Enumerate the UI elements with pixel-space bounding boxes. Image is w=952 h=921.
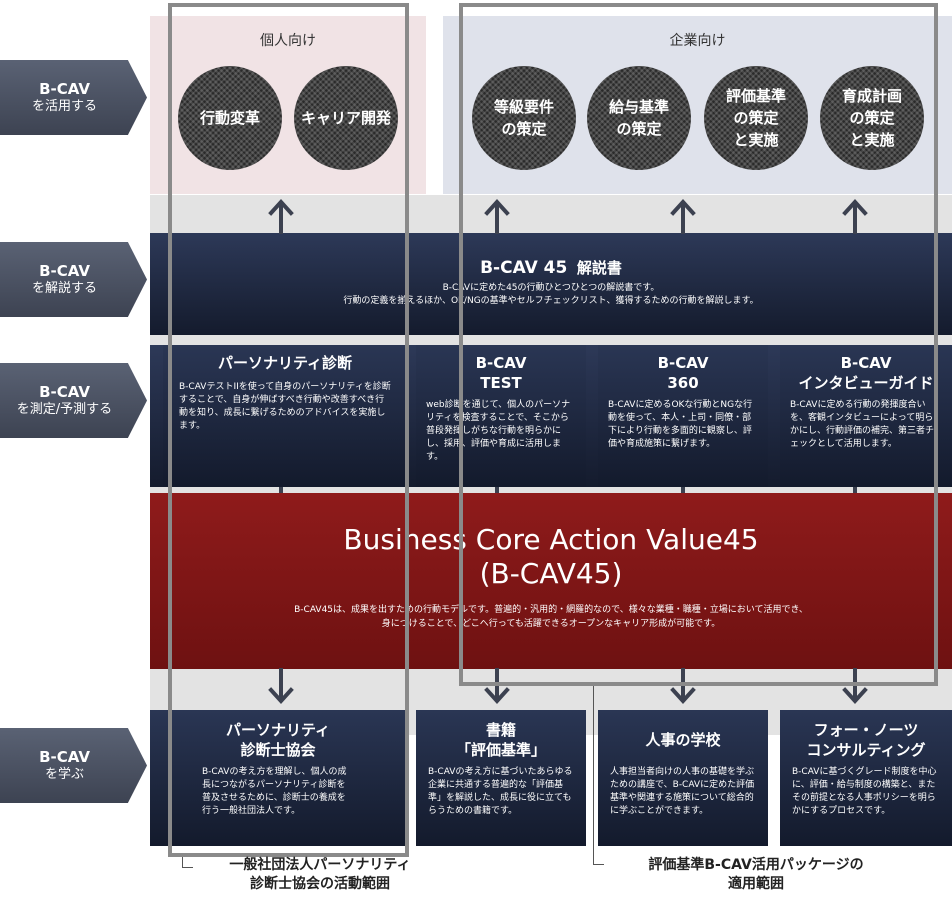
core-subtitle: (B-CAV45) xyxy=(479,557,623,590)
circle-text: 育成計画 xyxy=(841,87,902,105)
core-bar: Business Core Action Value45 (B-CAV45) B… xyxy=(150,493,952,669)
association-range-outline xyxy=(168,3,409,857)
box-title: B-CAV xyxy=(840,354,892,372)
core-title: Business Core Action Value45 xyxy=(343,523,759,556)
circle-behavior-change: 行動変革 xyxy=(178,66,282,170)
circle-text: の策定 xyxy=(733,109,779,127)
box-title: 診断士協会 xyxy=(240,741,316,759)
circle-training-plan: 育成計画の策定と実施 xyxy=(820,66,924,170)
core-desc-line: B-CAV45は、成果を出すための行動モデルです。普遍的・汎用的・網羅的なので、… xyxy=(294,605,808,615)
circle-text: 給与基準 xyxy=(608,98,669,116)
core-desc-line: 身につけることで、どこへ行っても活躍できるオープンなキャリア形成が可能です。 xyxy=(381,619,721,629)
box-title: B-CAV xyxy=(475,354,527,372)
note-line: 一般社団法人パーソナリティ xyxy=(229,857,411,873)
circle-text: の策定 xyxy=(849,109,895,127)
commentary-title-sub: 解説書 xyxy=(576,259,622,277)
box-body: B-CAVに定めるOKな行動とNGな行動を使って、本人・上司・同僚・部下により行… xyxy=(608,400,753,449)
commentary-bar: B-CAV 45 解説書 B-CAVに定めた45の行動ひとつひとつの解説書です。… xyxy=(150,233,952,335)
box-body: B-CAVテストIIを使って自身のパーソナリティを診断することで、自身が伸ばすべ… xyxy=(179,382,391,431)
commentary-desc-line: B-CAVに定めた45の行動ひとつひとつの解説書です。 xyxy=(442,283,660,293)
box-book-evaluation-criteria: 書籍 「評価基準」 B-CAVの考え方に基づいたあらゆる企業に共通する普遍的な「… xyxy=(416,710,586,846)
corporate-label: 企業向け xyxy=(669,33,726,49)
box-title: B-CAV xyxy=(657,354,709,372)
box-title: 人事の学校 xyxy=(645,731,721,749)
package-note: 評価基準B-CAV活用パッケージの 適用範囲 xyxy=(611,856,901,894)
arrow-label-title: B-CAV xyxy=(39,382,90,401)
circle-text: 行動変革 xyxy=(199,109,260,127)
arrow-label-title: B-CAV xyxy=(39,747,90,766)
circle-text: と実施 xyxy=(733,131,779,149)
arrow-label-use: B-CAV を活用する xyxy=(0,60,147,135)
box-bcav-360: B-CAV 360 B-CAVに定めるOKな行動とNGな行動を使って、本人・上司… xyxy=(598,345,768,487)
note-line: 適用範囲 xyxy=(728,876,784,892)
box-bcav-test: B-CAV TEST web診断を通じて、個人のパーソナリティを検査することで、… xyxy=(416,345,586,487)
box-body: B-CAVに基づくグレード制度を中心に、評価・給与制度の構築と、またその前提とな… xyxy=(792,767,937,816)
box-body: 人事担当者向けの人事の基礎を学ぶための講座で、B-CAVに定めた評価基準や関連す… xyxy=(610,767,755,816)
circle-text: 評価基準 xyxy=(725,87,786,105)
box-four-notes-consulting: フォー・ノーツ コンサルティング B-CAVに基づくグレード制度を中心に、評価・… xyxy=(780,710,952,846)
commentary-title: B-CAV 45 解説書 xyxy=(150,257,952,278)
circle-text: と実施 xyxy=(849,131,895,149)
personal-label: 個人向け xyxy=(260,33,316,49)
arrow-label-sub: を測定/予測する xyxy=(16,401,113,417)
circle-grade-requirements: 等級要件の策定 xyxy=(472,66,576,170)
package-range-outline xyxy=(459,3,938,686)
circle-text: の策定 xyxy=(501,120,547,138)
commentary-desc-line: 行動の定義を揃えるほか、OK/NGの基準やセルフチェックリスト、獲得するための行… xyxy=(343,296,759,306)
note-line: 評価基準B-CAV活用パッケージの xyxy=(648,857,864,873)
box-title: 「評価基準」 xyxy=(455,741,546,759)
circle-text: キャリア開発 xyxy=(300,109,391,127)
association-note-bracket xyxy=(182,857,193,868)
package-note-bracket xyxy=(593,686,604,865)
commentary-title-main: B-CAV 45 xyxy=(480,258,568,278)
box-body: web診断を通じて、個人のパーソナリティを検査することで、そこから普段発揮しがち… xyxy=(426,400,571,462)
circle-text: の策定 xyxy=(616,120,662,138)
commentary-description: B-CAVに定めた45の行動ひとつひとつの解説書です。 行動の定義を揃えるほか、… xyxy=(150,282,952,308)
circle-evaluation-criteria: 評価基準の策定と実施 xyxy=(704,66,808,170)
box-body: B-CAVに定める行動の発揮度合いを、客観インタビューによって明らかにし、行動評… xyxy=(790,400,935,449)
box-title: 360 xyxy=(667,374,699,392)
box-bcav-interview-guide: B-CAV インタビューガイド B-CAVに定める行動の発揮度合いを、客観インタ… xyxy=(780,345,952,487)
box-title: TEST xyxy=(480,374,522,392)
box-diagnostician-association: パーソナリティ 診断士協会 B-CAVの考え方を理解し、個人の成長につながるパー… xyxy=(150,710,406,846)
box-title: コンサルティング xyxy=(806,741,926,759)
arrow-label-title: B-CAV xyxy=(39,79,90,98)
box-title: インタビューガイド xyxy=(798,374,934,392)
box-title: フォー・ノーツ xyxy=(813,721,919,739)
box-title: 書籍 xyxy=(485,721,516,739)
core-description: B-CAV45は、成果を出すための行動モデルです。普遍的・汎用的・網羅的なので、… xyxy=(150,603,952,631)
box-title: パーソナリティ xyxy=(225,721,331,739)
box-title: パーソナリティ診断 xyxy=(217,354,353,372)
box-hr-school: 人事の学校 人事担当者向けの人事の基礎を学ぶための講座で、B-CAVに定めた評価… xyxy=(598,710,768,846)
circle-salary-criteria: 給与基準の策定 xyxy=(587,66,691,170)
box-body: B-CAVの考え方に基づいたあらゆる企業に共通する普遍的な「評価基準」を解説した… xyxy=(428,767,573,816)
arrow-label-explain: B-CAV を解説する xyxy=(0,242,147,317)
arrow-label-sub: を解説する xyxy=(31,280,97,296)
box-body: B-CAVの考え方を理解し、個人の成長につながるパーソナリティ診断を普及させるた… xyxy=(202,767,347,816)
note-line: 診断士協会の活動範囲 xyxy=(250,876,390,892)
box-personality-diagnosis: パーソナリティ診断 B-CAVテストIIを使って自身のパーソナリティを診断するこ… xyxy=(163,345,407,487)
arrow-label-measure: B-CAV を測定/予測する xyxy=(0,363,147,438)
arrow-label-sub: を学ぶ xyxy=(44,766,84,782)
arrow-label-sub: を活用する xyxy=(31,98,97,114)
circle-career-development: キャリア開発 xyxy=(294,66,398,170)
arrow-label-learn: B-CAV を学ぶ xyxy=(0,728,147,803)
arrow-label-title: B-CAV xyxy=(39,261,90,280)
circle-text: 等級要件 xyxy=(493,98,554,116)
association-note: 一般社団法人パーソナリティ 診断士協会の活動範囲 xyxy=(200,856,440,894)
